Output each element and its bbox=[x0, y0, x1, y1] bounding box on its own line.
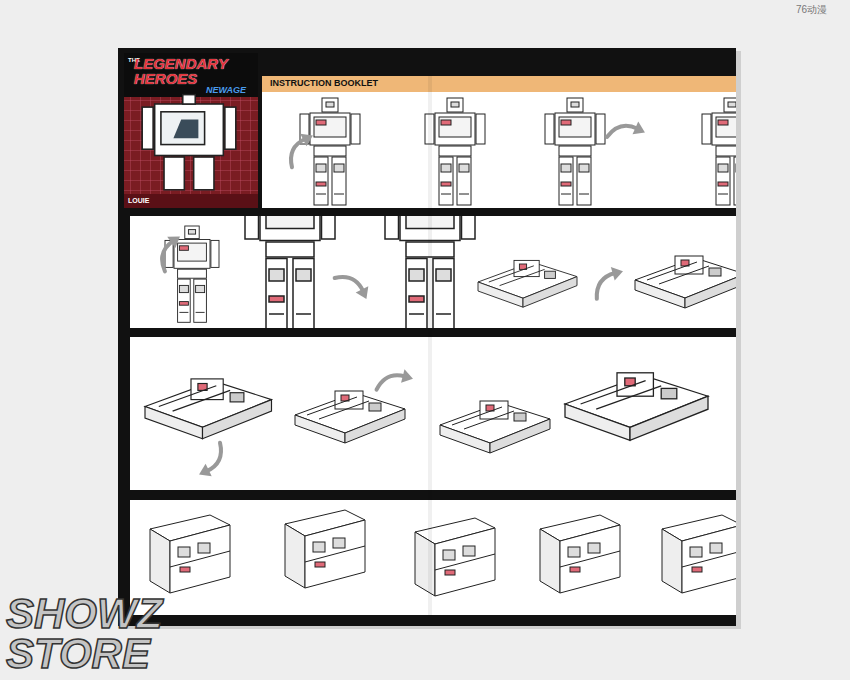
logo-subline: NEWAGE bbox=[206, 85, 246, 96]
step-panel bbox=[130, 500, 736, 615]
store-watermark: SHOWZ STORE bbox=[6, 594, 216, 674]
watermark: 76动漫 bbox=[796, 4, 827, 16]
sheet-frame bbox=[118, 48, 736, 626]
step-figures bbox=[145, 365, 708, 481]
booklet-heading: INSTRUCTION BOOKLET bbox=[270, 78, 378, 89]
sheet-shadow bbox=[121, 51, 741, 629]
step-figures bbox=[280, 98, 737, 205]
logo-wordmark: LEGENDARY HEROES bbox=[134, 56, 258, 86]
logo-box bbox=[124, 53, 258, 208]
fold-crease bbox=[428, 76, 432, 616]
step-panel bbox=[130, 337, 736, 490]
character-name: LOUIE bbox=[128, 197, 149, 205]
step-figures bbox=[149, 216, 736, 328]
step-panel bbox=[262, 92, 736, 208]
header-band bbox=[262, 76, 736, 92]
step-figures bbox=[150, 510, 736, 596]
